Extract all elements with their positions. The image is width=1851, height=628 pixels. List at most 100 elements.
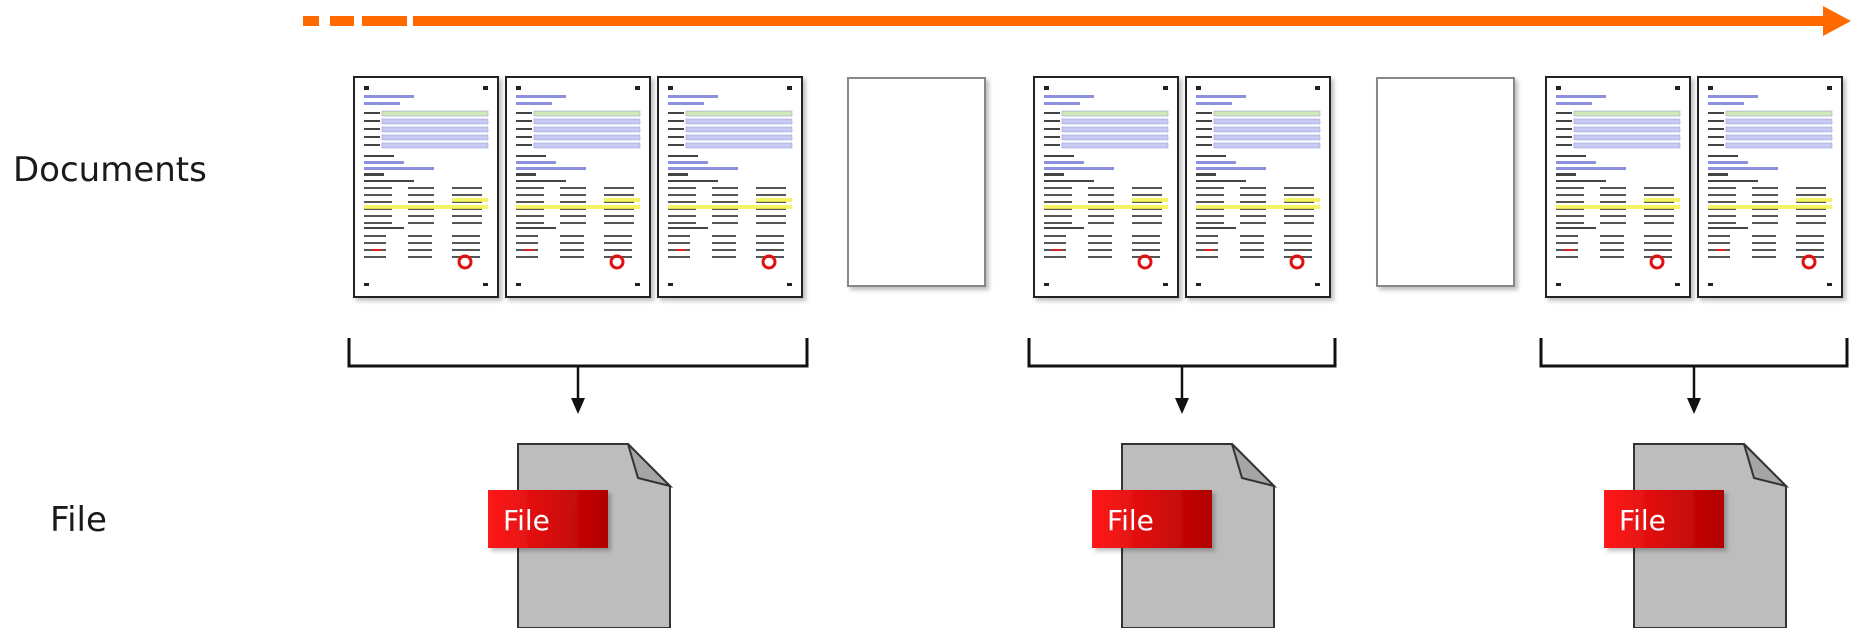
highlight-band: [1132, 198, 1168, 202]
text-line: [1196, 222, 1224, 224]
corner-mark: [516, 283, 521, 286]
text-line: [1708, 136, 1724, 138]
text-line: [364, 173, 384, 176]
text-line: [668, 242, 690, 244]
text-line: [1196, 136, 1212, 138]
red-mark: [1052, 249, 1062, 251]
document-pages: [353, 76, 1843, 298]
text-line: [364, 194, 392, 196]
text-line: [1556, 187, 1584, 189]
corner-mark: [1556, 283, 1561, 286]
text-line: [516, 227, 556, 229]
timeline-arrowhead: [1823, 6, 1851, 36]
corner-mark: [1708, 283, 1713, 286]
text-line: [1044, 95, 1094, 98]
text-line: [1708, 161, 1748, 164]
text-line: [408, 215, 434, 217]
text-line: [712, 256, 736, 258]
text-line: [1044, 112, 1060, 114]
text-line: [516, 180, 566, 182]
form-field: [533, 142, 641, 149]
text-line: [1708, 112, 1724, 114]
text-line: [668, 215, 696, 217]
text-line: [1196, 227, 1236, 229]
seal-stamp: [1649, 254, 1665, 270]
highlight-band: [1644, 198, 1680, 202]
text-line: [452, 235, 480, 237]
text-line: [364, 128, 380, 130]
text-line: [1132, 249, 1160, 251]
text-line: [668, 173, 688, 176]
text-line: [1708, 227, 1748, 229]
file-badge: File: [1092, 490, 1212, 548]
text-line: [560, 194, 586, 196]
text-line: [1708, 167, 1778, 170]
form-field: [1725, 118, 1833, 125]
text-line: [1240, 215, 1266, 217]
text-line: [364, 120, 380, 122]
text-line: [1044, 222, 1072, 224]
text-line: [408, 187, 434, 189]
text-line: [668, 194, 696, 196]
text-line: [1752, 222, 1778, 224]
text-line: [516, 222, 544, 224]
text-line: [1284, 242, 1312, 244]
text-line: [408, 201, 434, 203]
corner-mark: [635, 283, 640, 286]
form-field: [685, 118, 793, 125]
text-line: [1556, 227, 1596, 229]
text-line: [1088, 235, 1112, 237]
text-line: [452, 187, 482, 189]
timeline-dash-3: [362, 16, 407, 26]
text-line: [560, 201, 586, 203]
corner-mark: [635, 86, 640, 90]
text-line: [364, 215, 392, 217]
text-line: [668, 102, 704, 105]
highlight-band: [604, 198, 640, 202]
text-line: [668, 227, 708, 229]
text-line: [364, 187, 392, 189]
form-field: [1573, 118, 1681, 125]
form-field: [1725, 126, 1833, 133]
text-line: [668, 161, 708, 164]
text-line: [560, 222, 586, 224]
text-line: [1132, 187, 1162, 189]
text-line: [1796, 249, 1824, 251]
seal-stamp: [457, 254, 473, 270]
text-line: [408, 235, 432, 237]
text-line: [1044, 256, 1066, 258]
text-line: [560, 256, 584, 258]
text-line: [756, 215, 786, 217]
corner-mark: [1163, 283, 1168, 286]
text-line: [1132, 215, 1162, 217]
text-line: [1044, 161, 1084, 164]
text-line: [516, 173, 536, 176]
form-field: [533, 110, 641, 117]
text-line: [1752, 242, 1776, 244]
corner-mark: [1708, 86, 1713, 90]
text-line: [1088, 194, 1114, 196]
text-line: [1284, 215, 1314, 217]
text-line: [1556, 235, 1578, 237]
text-line: [408, 242, 432, 244]
group-bracket: [347, 338, 809, 414]
text-line: [364, 102, 400, 105]
text-line: [1600, 235, 1624, 237]
text-line: [560, 249, 584, 251]
text-line: [756, 194, 786, 196]
file-badge: File: [1604, 490, 1724, 548]
text-line: [1796, 242, 1824, 244]
text-line: [1132, 222, 1162, 224]
text-line: [1752, 235, 1776, 237]
text-line: [1644, 194, 1674, 196]
text-line: [756, 222, 786, 224]
highlight-band: [452, 198, 488, 202]
text-line: [1708, 194, 1736, 196]
text-line: [1196, 95, 1246, 98]
corner-mark: [668, 283, 673, 286]
text-line: [1708, 128, 1724, 130]
text-line: [756, 249, 784, 251]
file-dog-ear: [1231, 443, 1278, 488]
text-line: [364, 222, 392, 224]
down-arrow-head: [1687, 398, 1701, 414]
